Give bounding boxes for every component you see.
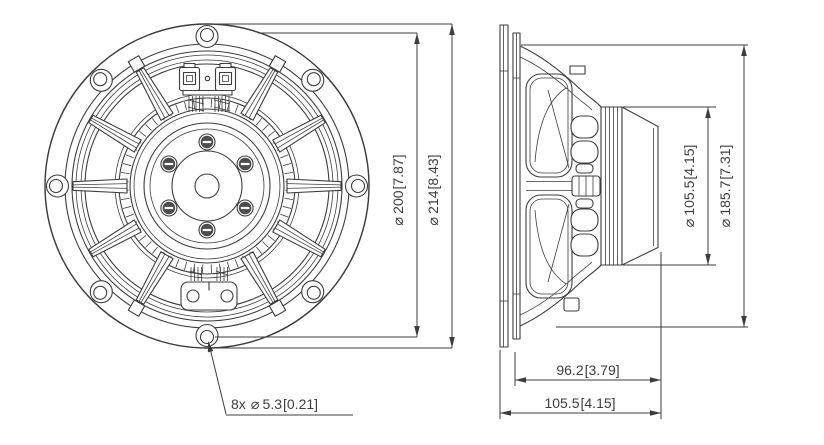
lead-wires-top (187, 96, 231, 112)
dim-overall-diameter: ⌀214[8.43] (210, 23, 455, 349)
flange-notches (127, 55, 287, 317)
dim-label-basket-diameter: ⌀185.7[7.31] (717, 145, 734, 228)
dimensions: ⌀200[7.87] ⌀214[8.43] 8x⌀5.3[0.21] ⌀105.… (207, 23, 748, 419)
spider-ribs (570, 115, 601, 257)
dim-label-magnet-diameter: ⌀105.5[4.15] (681, 145, 698, 228)
dim-magnet-diameter: ⌀105.5[4.15] (623, 106, 716, 266)
side-flange (499, 24, 521, 348)
side-view (499, 24, 659, 348)
dim-label-mounting-holes: 8x⌀5.3[0.21] (231, 396, 318, 413)
front-hub (143, 122, 271, 250)
dim-label-bolt-circle: ⌀200[7.87] (390, 154, 407, 225)
terminal-plate (180, 267, 238, 311)
dim-total-depth: 105.5[4.15] (499, 350, 661, 419)
side-motor (600, 106, 659, 266)
basket-spokes (72, 67, 342, 305)
mounting-holes (45, 24, 369, 348)
dim-label-total-depth: 105.5[4.15] (544, 395, 615, 411)
dim-bolt-circle: ⌀200[7.87] (215, 32, 420, 338)
surround-clamp-teeth (120, 99, 294, 273)
dim-mounting-holes: 8x⌀5.3[0.21] (207, 341, 353, 416)
hub-screws (160, 133, 254, 239)
side-basket (519, 45, 602, 327)
terminal-block (178, 62, 237, 112)
dim-label-mounting-depth: 96.2[3.79] (556, 362, 619, 378)
dim-mounting-depth: 96.2[3.79] (514, 252, 662, 419)
lead-wires-bottom (189, 267, 229, 281)
dim-label-overall-diameter: ⌀214[8.43] (425, 154, 442, 225)
front-view (44, 23, 370, 349)
dim-basket-diameter: ⌀185.7[7.31] (521, 44, 748, 328)
